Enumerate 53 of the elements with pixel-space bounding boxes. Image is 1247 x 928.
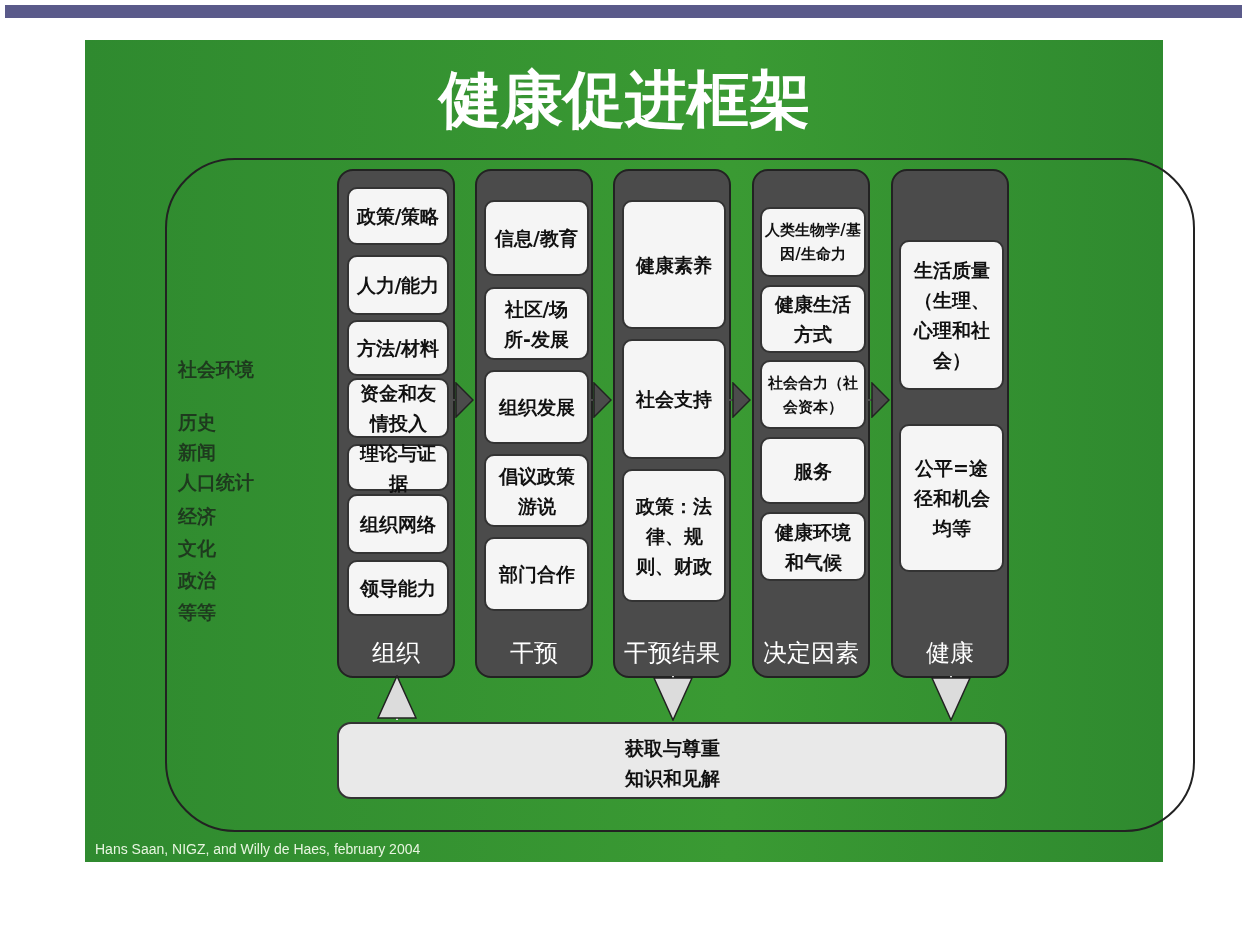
process-box: 政策：法律、规则、财政 (622, 469, 726, 602)
chevron-arrow (452, 382, 474, 418)
triangle-arrow (377, 675, 417, 721)
column-panel (891, 169, 1009, 678)
environment-label: 历史 (178, 410, 216, 435)
triangle-arrow (653, 675, 693, 721)
process-box: 健康环境和气候 (760, 512, 866, 581)
environment-label: 经济 (178, 504, 216, 529)
environment-label: 人口统计 (178, 470, 254, 495)
process-box: 人类生物学/基因/生命力 (760, 207, 866, 277)
process-box: 公平=途径和机会均等 (899, 424, 1004, 572)
column-heading: 健康 (925, 638, 975, 669)
process-box: 领导能力 (347, 560, 449, 616)
knowledge-text: 知识和见解 (623, 766, 721, 791)
process-box: 理论与证据 (347, 444, 449, 491)
process-box: 政策/策略 (347, 187, 449, 245)
process-box: 方法/材料 (347, 320, 449, 376)
process-box: 人力/能力 (347, 255, 449, 315)
process-box: 资金和友情投入 (347, 378, 449, 438)
column-heading: 组织 (371, 638, 421, 669)
triangle-arrow (931, 675, 971, 721)
column-heading: 决定因素 (762, 638, 860, 669)
process-box: 健康生活方式 (760, 285, 866, 353)
process-box: 社区/场所-发展 (484, 287, 589, 360)
chevron-arrow (867, 382, 890, 418)
process-box: 社会合力（社会资本） (760, 360, 866, 429)
environment-frame (165, 158, 1195, 832)
title: 健康促进框架 (436, 62, 812, 138)
caption-text: Hans Saan, NIGZ, and Willy de Haes, february 2004 (95, 841, 421, 857)
column-panel (752, 169, 870, 678)
column-panel (613, 169, 731, 678)
process-box: 服务 (760, 437, 866, 504)
chevron-arrow (728, 382, 751, 418)
process-box: 社会支持 (622, 339, 726, 459)
column-panel (337, 169, 455, 678)
process-box: 信息/教育 (484, 200, 589, 276)
column-panel (475, 169, 593, 678)
knowledge-text: 获取与尊重 (623, 736, 721, 761)
column-heading: 干预结果 (623, 638, 721, 669)
column-heading: 干预 (509, 638, 559, 669)
environment-label: 新闻 (178, 440, 216, 465)
chevron-arrow (590, 382, 612, 418)
environment-label: 政治 (178, 568, 216, 593)
process-box: 部门合作 (484, 537, 589, 611)
knowledge-box (337, 722, 1007, 799)
process-box: 组织发展 (484, 370, 589, 444)
process-box: 生活质量（生理、心理和社会） (899, 240, 1004, 390)
environment-label: 等等 (178, 600, 216, 625)
process-box: 组织网络 (347, 494, 449, 554)
process-box: 倡议政策游说 (484, 454, 589, 527)
environment-label: 社会环境 (178, 357, 254, 382)
process-box: 健康素养 (622, 200, 726, 329)
environment-label: 文化 (178, 536, 216, 561)
